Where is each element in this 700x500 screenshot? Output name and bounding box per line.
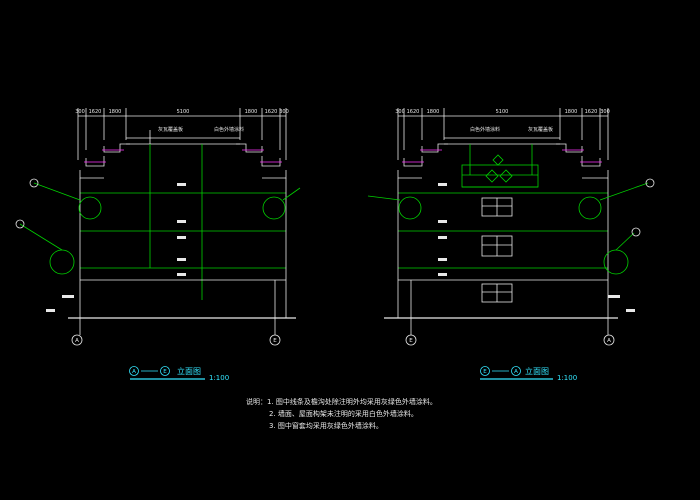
title-axis: A [514, 369, 518, 375]
notes-block: 说明：1. 图中线条及檐沟处除注明外均采用灰绿色外墙涂料。 2. 墙面、屋面构架… [246, 396, 437, 432]
ornamental-gate [461, 154, 539, 188]
dim-text: 1620 [89, 109, 102, 115]
dim-text: 5100 [177, 109, 190, 115]
title-axis: A [132, 369, 136, 375]
view-title: 立面图 [525, 366, 549, 376]
dim-text: 1800 [109, 109, 122, 115]
axis-label: E [409, 338, 413, 344]
dim-text: 300 [75, 109, 85, 115]
note-text: 1. 图中线条及檐沟处除注明外均采用灰绿色外墙涂料。 [267, 398, 437, 406]
note-line: 3. 图中窗套均采用灰绿色外墙涂料。 [246, 420, 437, 432]
title-axis: E [483, 369, 487, 375]
left-elevation: 300 1620 1800 5100 1800 1620 300 灰瓦覆盖板 白… [15, 108, 301, 346]
title-axis: E [163, 369, 167, 375]
axis-label: A [607, 338, 611, 344]
dim-text: 300 [395, 109, 405, 115]
left-dim-texts: 300 1620 1800 5100 1800 1620 300 [75, 109, 289, 115]
right-view-title: E A 立面图 1:100 [480, 366, 577, 382]
right-elevation: 300 1620 1800 5100 1800 1620 300 白色外墙涂料 … [367, 108, 655, 346]
material-label: 白色外墙涂料 [214, 126, 244, 133]
dim-text: 300 [600, 109, 610, 115]
dim-text: 1620 [407, 109, 420, 115]
view-scale: 1:100 [557, 374, 577, 382]
note-line: 2. 墙面、屋面构架未注明的采用白色外墙涂料。 [246, 408, 437, 420]
note-line: 说明：1. 图中线条及檐沟处除注明外均采用灰绿色外墙涂料。 [246, 396, 437, 408]
dim-text: 1620 [585, 109, 598, 115]
dim-text: 1800 [427, 109, 440, 115]
note-text: 2. 墙面、屋面构架未注明的采用白色外墙涂料。 [269, 410, 418, 418]
left-top-dimension-chain [77, 108, 287, 160]
material-label: 白色外墙涂料 [470, 126, 500, 133]
note-text: 3. 图中窗套均采用灰绿色外墙涂料。 [269, 422, 383, 430]
dim-text: 1620 [265, 109, 278, 115]
dim-text: 300 [279, 109, 289, 115]
view-scale: 1:100 [209, 374, 229, 382]
left-view-title: A E 立面图 1:100 [129, 366, 229, 382]
dim-text: 1800 [245, 109, 258, 115]
dim-text: 5100 [496, 109, 509, 115]
axis-label: A [75, 338, 79, 344]
windows [481, 197, 513, 303]
axis-label: E [273, 338, 277, 344]
view-title: 立面图 [177, 366, 201, 376]
material-label: 灰瓦覆盖板 [528, 126, 553, 133]
dim-text: 1800 [565, 109, 578, 115]
material-label: 灰瓦覆盖板 [158, 126, 183, 133]
notes-prefix: 说明： [246, 398, 267, 406]
right-top-dimension-chain [397, 108, 609, 160]
